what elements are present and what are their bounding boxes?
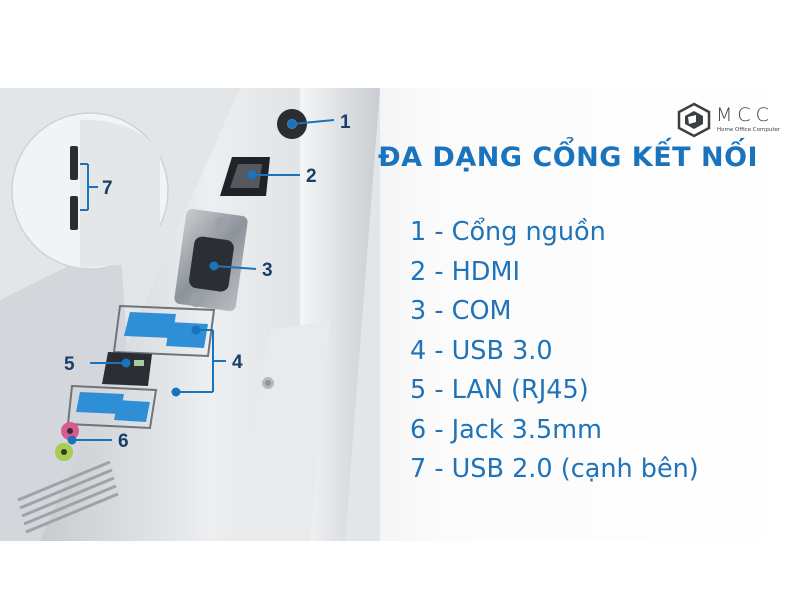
bottom-margin: [0, 541, 800, 600]
callout-7: 7: [102, 178, 113, 199]
lan-port: [102, 352, 152, 386]
vent-grille: [17, 460, 119, 534]
usb3-port: [114, 400, 150, 422]
side-usb-port: [70, 146, 78, 180]
top-margin: [0, 0, 800, 88]
callout-lines: [67, 119, 335, 445]
heading: ĐA DẠNG CỔNG KẾT NỐI: [378, 142, 759, 173]
port-item-usb3: 4 - USB 3.0: [410, 335, 553, 366]
port-item-audio: 6 - Jack 3.5mm: [410, 414, 602, 445]
hdmi-port-inner: [230, 164, 262, 188]
com-port-screw: [189, 293, 203, 307]
callout-2: 2: [306, 166, 317, 187]
screw-hole-inner: [265, 380, 271, 386]
callout-3: 3: [262, 260, 273, 281]
callout-1: 1: [340, 112, 351, 133]
side-usb-port: [70, 196, 78, 230]
port-item-com: 3 - COM: [410, 296, 512, 326]
panel-lower-lip: [230, 320, 330, 541]
port-item-usb2: 7 - USB 2.0 (cạnh bên): [410, 454, 699, 484]
usb3-port: [76, 392, 124, 414]
port-list: 1 - Cổng nguồn 2 - HDMI 3 - COM 4 - USB …: [410, 213, 795, 490]
usb3-port-frame: [112, 304, 216, 358]
usb3-port-frame: [66, 384, 158, 430]
mcc-logo: MCC Home Office Computer: [676, 102, 794, 138]
inset-edge: [80, 119, 160, 268]
usb3-port: [124, 312, 176, 338]
port-item-hdmi: 2 - HDMI: [410, 256, 520, 287]
port-item-power: 1 - Cổng nguồn: [410, 217, 606, 247]
com-port-screw: [215, 217, 229, 231]
mcc-logo-icon: [677, 102, 711, 138]
logo-name: MCC: [716, 104, 774, 126]
callout-6: 6: [118, 431, 129, 452]
lan-port-led: [134, 360, 144, 366]
usb3-port: [166, 322, 208, 348]
audio-jack-mic-hole: [67, 428, 73, 434]
callout-4: 4: [232, 352, 243, 373]
callout-5: 5: [64, 354, 75, 375]
logo-tagline: Home Office Computer: [717, 127, 781, 133]
audio-jack-line-hole: [61, 449, 67, 455]
port-item-lan: 5 - LAN (RJ45): [410, 375, 589, 405]
